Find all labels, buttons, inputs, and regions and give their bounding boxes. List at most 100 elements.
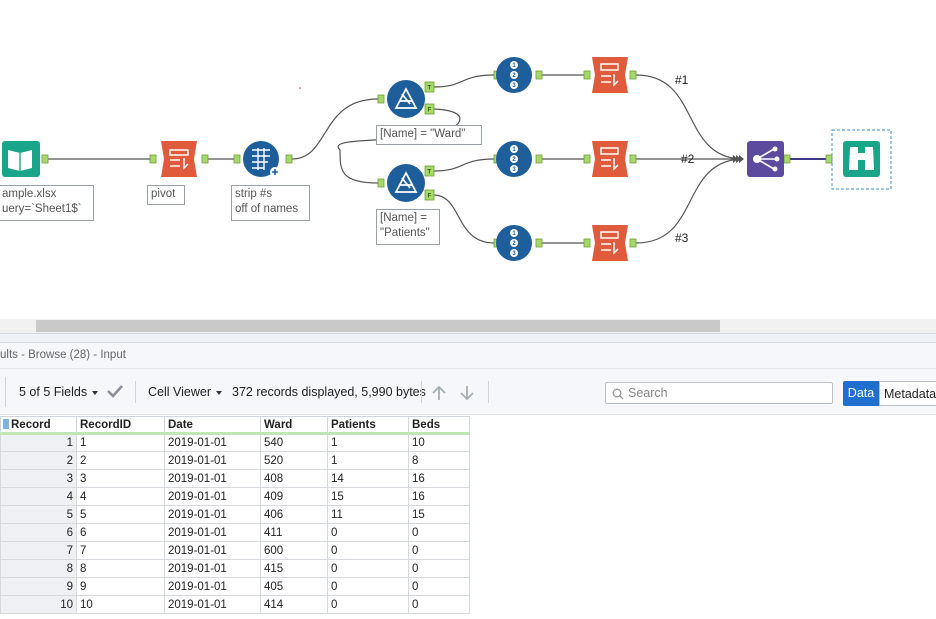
cell-viewer-dropdown[interactable]: Cell Viewer xyxy=(148,382,222,402)
cell-patients[interactable]: 11 xyxy=(327,505,409,524)
sort-indicator-icon xyxy=(3,419,9,430)
column-header-ward[interactable]: Ward xyxy=(260,416,328,435)
filter-tool-patients[interactable] xyxy=(387,164,425,202)
arrow-up-icon xyxy=(432,385,446,400)
cell-date[interactable]: 2019-01-01 xyxy=(164,433,261,452)
column-header-date[interactable]: Date xyxy=(164,416,261,435)
column-header-record[interactable]: Record xyxy=(0,416,77,435)
cell-patients[interactable]: 0 xyxy=(327,577,409,596)
workflow-canvas[interactable]: T F T F xyxy=(0,0,936,319)
transpose-tool-2[interactable] xyxy=(592,141,628,177)
cell-patients[interactable]: 0 xyxy=(327,523,409,542)
record-id-tool-3[interactable]: 123 xyxy=(496,225,532,261)
cell-beds[interactable]: 0 xyxy=(408,595,470,614)
arrow-down-button[interactable] xyxy=(459,385,475,405)
cell-ward[interactable]: 406 xyxy=(260,505,328,524)
cell-ward[interactable]: 411 xyxy=(260,523,328,542)
browse-tool[interactable] xyxy=(831,129,892,190)
fields-dropdown[interactable]: 5 of 5 Fields xyxy=(19,382,99,402)
cell-date[interactable]: 2019-01-01 xyxy=(164,523,261,542)
cell-ward[interactable]: 415 xyxy=(260,559,328,578)
cell-patients[interactable]: 0 xyxy=(327,541,409,560)
cell-recordid[interactable]: 8 xyxy=(76,559,165,578)
cell-recordid[interactable]: 6 xyxy=(76,523,165,542)
cell-date[interactable]: 2019-01-01 xyxy=(164,469,261,488)
cell-recordid[interactable]: 4 xyxy=(76,487,165,506)
cell-ward[interactable]: 540 xyxy=(260,433,328,452)
cell-recordid[interactable]: 3 xyxy=(76,469,165,488)
cell-recordid[interactable]: 7 xyxy=(76,541,165,560)
cell-date[interactable]: 2019-01-01 xyxy=(164,487,261,506)
stray-dot xyxy=(299,87,301,89)
transpose-tool-1[interactable] xyxy=(592,57,628,93)
cell-date[interactable]: 2019-01-01 xyxy=(164,577,261,596)
cell-ward[interactable]: 405 xyxy=(260,577,328,596)
cell-beds[interactable]: 15 xyxy=(408,505,470,524)
record-id-tool-2[interactable]: 123 xyxy=(496,141,532,177)
cell-recordid[interactable]: 1 xyxy=(76,433,165,452)
strip-tool-annotation: strip #s off of names xyxy=(231,185,310,221)
search-input[interactable]: Search xyxy=(605,382,833,404)
filter-tool-ward[interactable] xyxy=(387,80,425,118)
arrow-up-button[interactable] xyxy=(431,385,447,405)
pane-splitter[interactable] xyxy=(0,333,936,343)
input-data-tool[interactable] xyxy=(2,141,40,177)
cell-date[interactable]: 2019-01-01 xyxy=(164,541,261,560)
results-window-title: ults - Browse (28) - Input xyxy=(0,343,936,369)
input-tool-annotation: ample.xlsx uery=`Sheet1$` xyxy=(0,185,94,221)
cell-recordid[interactable]: 2 xyxy=(76,451,165,470)
cell-patients[interactable]: 1 xyxy=(327,433,409,452)
cell-patients[interactable]: 0 xyxy=(327,595,409,614)
cell-recordid[interactable]: 9 xyxy=(76,577,165,596)
svg-text:3: 3 xyxy=(512,251,516,257)
cell-patients[interactable]: 15 xyxy=(327,487,409,506)
cell-ward[interactable]: 409 xyxy=(260,487,328,506)
cell-beds[interactable]: 16 xyxy=(408,469,470,488)
cell-date[interactable]: 2019-01-01 xyxy=(164,505,261,524)
cell-beds[interactable]: 0 xyxy=(408,541,470,560)
cell-beds[interactable]: 8 xyxy=(408,451,470,470)
filter2-annotation-line2: "Patients" xyxy=(380,227,430,239)
transpose-tool-3[interactable] xyxy=(592,225,628,261)
multi-field-formula-tool[interactable] xyxy=(243,141,280,177)
cell-date[interactable]: 2019-01-01 xyxy=(164,595,261,614)
cell-patients[interactable]: 0 xyxy=(327,559,409,578)
cell-date[interactable]: 2019-01-01 xyxy=(164,559,261,578)
cell-ward[interactable]: 520 xyxy=(260,451,328,470)
scrollbar-thumb[interactable] xyxy=(36,320,720,332)
union-tool[interactable] xyxy=(747,141,784,177)
cell-ward[interactable]: 408 xyxy=(260,469,328,488)
canvas-horizontal-scrollbar[interactable] xyxy=(0,319,936,333)
cell-beds[interactable]: 0 xyxy=(408,523,470,542)
cell-recordid[interactable]: 10 xyxy=(76,595,165,614)
cell-beds[interactable]: 0 xyxy=(408,559,470,578)
cell-ward[interactable]: 600 xyxy=(260,541,328,560)
cell-recordid[interactable]: 5 xyxy=(76,505,165,524)
cell-beds[interactable]: 16 xyxy=(408,487,470,506)
record-id-tool-1[interactable]: 123 xyxy=(496,57,532,93)
cell-date[interactable]: 2019-01-01 xyxy=(164,451,261,470)
tab-metadata[interactable]: Metadata xyxy=(879,381,936,406)
cell-ward[interactable]: 414 xyxy=(260,595,328,614)
cell-patients[interactable]: 14 xyxy=(327,469,409,488)
cell-beds[interactable]: 0 xyxy=(408,577,470,596)
tab-data[interactable]: Data xyxy=(843,381,879,406)
column-header-recordid[interactable]: RecordID xyxy=(76,416,165,435)
column-header-patients[interactable]: Patients xyxy=(327,416,409,435)
strip-annotation-line2: off of names xyxy=(235,203,299,215)
cell-patients[interactable]: 1 xyxy=(327,451,409,470)
column-header-beds[interactable]: Beds xyxy=(408,416,470,435)
cross-tab-tool[interactable] xyxy=(161,141,197,177)
apply-checkmark-button[interactable] xyxy=(106,384,124,404)
cell-beds[interactable]: 10 xyxy=(408,433,470,452)
